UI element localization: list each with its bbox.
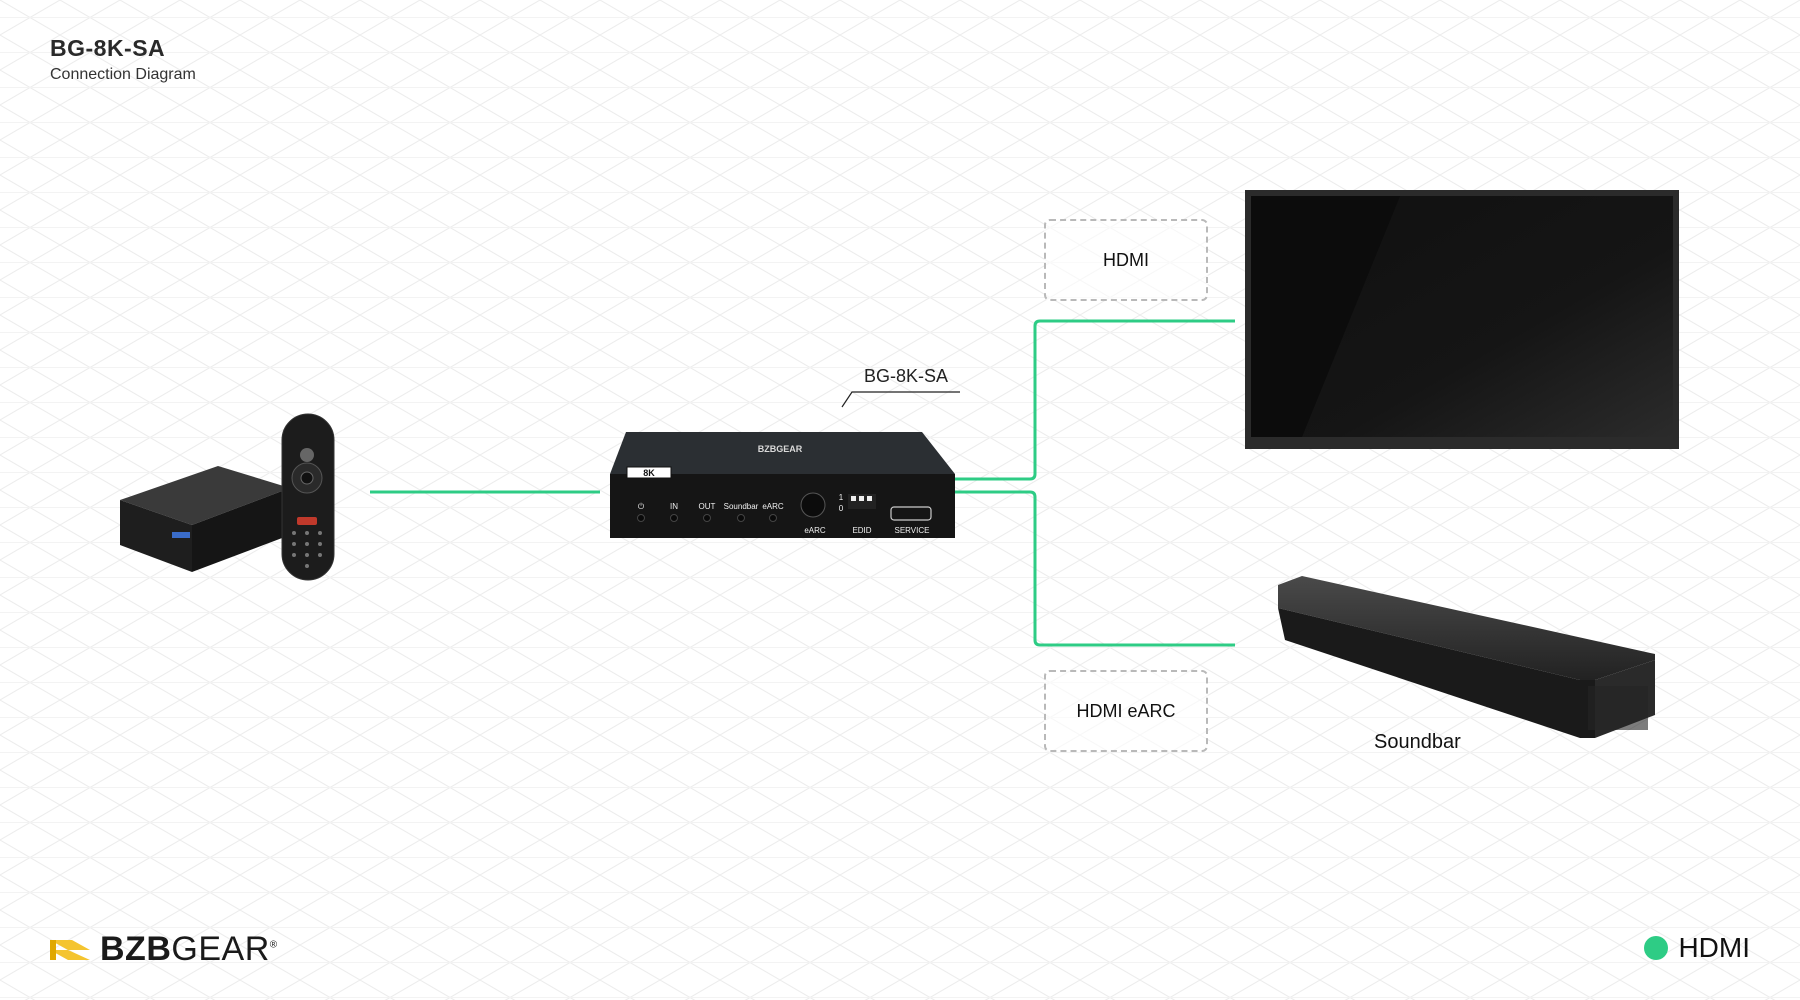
label-in: IN <box>670 502 678 511</box>
led-power <box>637 514 645 522</box>
led-soundbar <box>737 514 745 522</box>
led-in <box>670 514 678 522</box>
label-earc-knob: eARC <box>804 526 826 535</box>
remote-control-icon <box>281 413 335 581</box>
soundbar-icon <box>1278 576 1655 738</box>
logo-text: BZBGEAR® <box>100 930 278 969</box>
edid-switch-1: 1 <box>839 493 844 502</box>
logo-text-bold: BZB <box>100 930 172 968</box>
hdmi-connection-label: HDMI <box>1044 219 1208 301</box>
device-callout-label: BG-8K-SA <box>864 366 948 386</box>
label-edid: EDID <box>852 526 871 535</box>
service-port-icon <box>890 506 932 521</box>
tv-display-icon <box>1245 190 1679 449</box>
led-earc <box>769 514 777 522</box>
logo-registered-mark: ® <box>269 939 278 951</box>
bg-8k-sa-device: BZBGEAR 8K ⏻ IN OUT Soundbar eARC eARC E… <box>610 366 960 538</box>
streaming-box-icon <box>120 466 290 572</box>
legend-hdmi-label: HDMI <box>1678 932 1750 963</box>
power-symbol-icon: ⏻ <box>638 502 645 511</box>
soundbar-label: Soundbar <box>1374 731 1461 753</box>
page-title: BG-8K-SA <box>50 35 166 61</box>
label-out: OUT <box>699 502 716 511</box>
cable-device-to-tv <box>955 319 1235 481</box>
device-callout-line <box>841 391 960 408</box>
bzbgear-logo: BZBGEAR® <box>48 930 278 969</box>
device-brand-text: BZBGEAR <box>758 444 803 454</box>
title-block: BG-8K-SA Connection Diagram <box>50 35 196 84</box>
bzbgear-logo-mark-icon <box>50 939 90 960</box>
earc-knob <box>800 492 826 518</box>
edid-switch-0: 0 <box>839 504 844 513</box>
logo-text-regular: GEAR <box>171 930 270 968</box>
label-earc: eARC <box>762 502 784 511</box>
edid-dip-switch <box>848 494 876 509</box>
label-service: SERVICE <box>895 526 930 535</box>
cable-device-to-soundbar <box>955 490 1235 647</box>
led-out <box>703 514 711 522</box>
label-soundbar: Soundbar <box>724 502 759 511</box>
legend-hdmi-dot-icon <box>1644 936 1669 960</box>
hdmi-earc-connection-label: HDMI eARC <box>1044 670 1208 752</box>
hdmi-cables <box>370 319 1235 647</box>
legend: HDMI <box>1644 932 1750 964</box>
badge-8k: 8K <box>643 468 655 478</box>
page-subtitle: Connection Diagram <box>50 66 196 83</box>
